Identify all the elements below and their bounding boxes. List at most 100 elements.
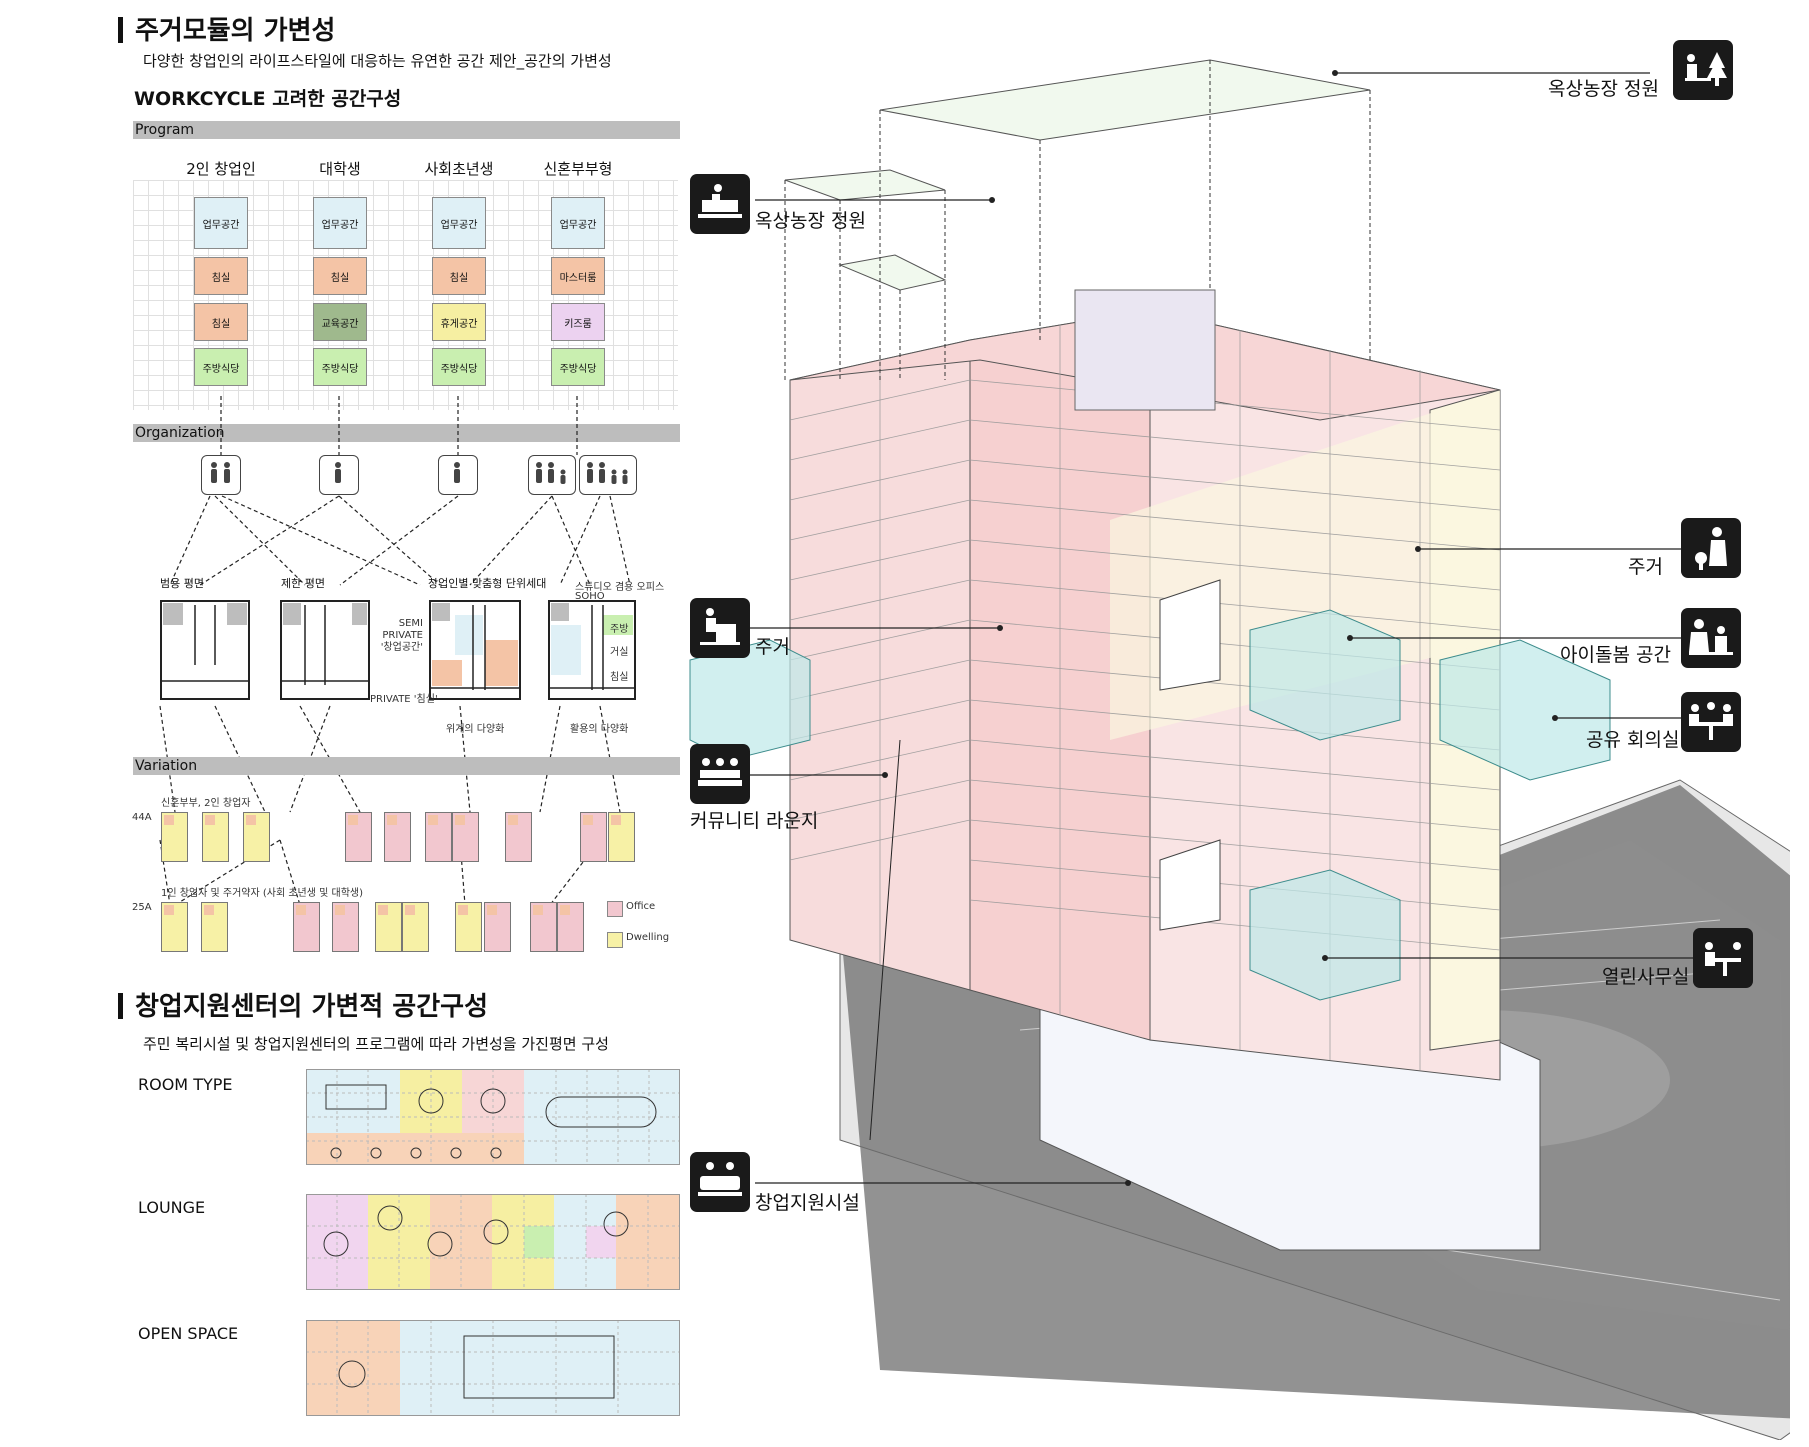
family-icon: [579, 455, 637, 495]
private-label: PRIVATE '침실': [370, 694, 438, 705]
program-cell: 휴게공간: [432, 303, 486, 341]
family-icon: [528, 455, 576, 495]
variation-block: [608, 812, 635, 862]
column-header-2: 2인 창업인: [186, 160, 256, 178]
variation-block: [384, 812, 411, 862]
caption-usage: 활용의 다양화: [570, 724, 629, 735]
soho-label: SOHO: [575, 591, 605, 602]
callout-housing-right: 주거: [1628, 556, 1663, 578]
program-cell: 업무공간: [551, 197, 605, 249]
farm-garden-icon: [1673, 40, 1733, 100]
workcycle-heading: WORKCYCLE 고려한 공간구성: [134, 88, 402, 110]
variation-block: [243, 812, 270, 862]
resident-icon: [1681, 518, 1741, 578]
room-type-label: ROOM TYPE: [138, 1075, 233, 1094]
variation-row1-label: 신혼부부, 2인 창업자: [161, 798, 251, 809]
childcare-icon: [1681, 608, 1741, 668]
callout-housing-left: 주거: [755, 636, 790, 658]
program-cell: 침실: [313, 257, 367, 295]
program-cell: 업무공간: [313, 197, 367, 249]
program-cell: 침실: [432, 257, 486, 295]
plan-label-custom: 창업인별 맞춤형 단위세대: [428, 577, 547, 590]
callout-meeting: 공유 회의실: [1586, 729, 1680, 751]
variation-bar: Variation: [133, 757, 680, 775]
variation-block: [375, 902, 402, 952]
program-cell: 침실: [194, 257, 248, 295]
caption-hierarchy: 위계의 다양화: [446, 724, 505, 735]
column-header-student: 대학생: [319, 160, 361, 178]
lounge-plan: [306, 1194, 680, 1290]
variation-block: [202, 812, 229, 862]
variation-block: [580, 812, 607, 862]
lounge-icon: [690, 744, 750, 804]
two-person-icon: [201, 455, 241, 495]
section1-title: 주거모듈의 가변성: [118, 10, 335, 47]
variation-block: [452, 812, 479, 862]
variation-row2-code: 25A: [132, 902, 152, 913]
variation-block: [455, 902, 482, 952]
organization-bar: Organization: [133, 424, 680, 442]
variation-block: [484, 902, 511, 952]
variation-block: [402, 902, 429, 952]
bedroom-label: 침실: [610, 672, 629, 683]
program-bar: Program: [133, 121, 680, 139]
dwelling-swatch: [607, 932, 623, 948]
variation-block: [161, 902, 188, 952]
variation-block: [425, 812, 452, 862]
section1-subtitle: 다양한 창업인의 라이프스타일에 대응하는 유연한 공간 제안_공간의 가변성: [143, 52, 612, 70]
plan-label-limited: 제한 평면: [281, 577, 325, 590]
program-cell: 주방식당: [432, 348, 486, 386]
living-label: 거실: [610, 647, 629, 658]
legend-office: Office: [626, 901, 656, 912]
variation-row2-label: 1인 창업자 및 주거약자 (사회 초년생 및 대학생): [161, 888, 364, 899]
conference-icon: [690, 1152, 750, 1212]
variation-block: [557, 902, 584, 952]
one-person-icon: [438, 455, 478, 495]
plan-label-general: 범용 평면: [160, 577, 204, 590]
section2-title: 창업지원센터의 가변적 공간구성: [118, 986, 488, 1023]
variation-block: [293, 902, 320, 952]
program-cell: 주방식당: [551, 348, 605, 386]
one-person-icon: [319, 455, 359, 495]
gardening-icon: [690, 174, 750, 234]
lounge-label: LOUNGE: [138, 1198, 206, 1217]
callout-open-office: 열린사무실: [1602, 966, 1690, 988]
callout-rooftop-left: 옥상농장 정원: [755, 210, 866, 232]
room-type-plan: [306, 1069, 680, 1165]
program-cell: 교육공간: [313, 303, 367, 341]
program-cell: 업무공간: [432, 197, 486, 249]
meeting-icon: [1681, 692, 1741, 752]
variation-block: [161, 812, 188, 862]
program-cell: 업무공간: [194, 197, 248, 249]
variation-block: [530, 902, 557, 952]
semi-private-label: SEMI PRIVATE '창업공간': [380, 618, 423, 653]
variation-block: [201, 902, 228, 952]
program-cell: 마스터룸: [551, 257, 605, 295]
office-desk-icon: [1693, 928, 1753, 988]
callout-childcare: 아이돌봄 공간: [1560, 644, 1671, 666]
variation-block: [505, 812, 532, 862]
column-header-newcomer: 사회초년생: [424, 160, 494, 178]
housing-icon: [690, 598, 750, 658]
program-cell: 침실: [194, 303, 248, 341]
variation-block: [345, 812, 372, 862]
callout-startup-support: 창업지원시설: [755, 1192, 860, 1214]
variation-row1-code: 44A: [132, 812, 152, 823]
variation-block: [332, 902, 359, 952]
open-space-label: OPEN SPACE: [138, 1324, 239, 1343]
unit-plans: [160, 600, 636, 700]
program-cell: 주방식당: [194, 348, 248, 386]
building-axonometric: [689, 59, 1790, 1440]
callout-lounge: 커뮤니티 라운지: [690, 810, 819, 832]
open-space-plan: [306, 1320, 680, 1416]
legend-dwelling: Dwelling: [626, 932, 670, 943]
kitchen-label: 주방: [610, 624, 629, 635]
program-cell: 키즈룸: [551, 303, 605, 341]
office-swatch: [607, 901, 623, 917]
plan-label-studio: 스튜디오 겸용 오피스: [575, 582, 665, 593]
program-cell: 주방식당: [313, 348, 367, 386]
section2-subtitle: 주민 복리시설 및 창업지원센터의 프로그램에 따라 가변성을 가진평면 구성: [143, 1035, 609, 1053]
callout-rooftop-right: 옥상농장 정원: [1548, 78, 1659, 100]
column-header-newlywed: 신혼부부형: [543, 160, 613, 178]
